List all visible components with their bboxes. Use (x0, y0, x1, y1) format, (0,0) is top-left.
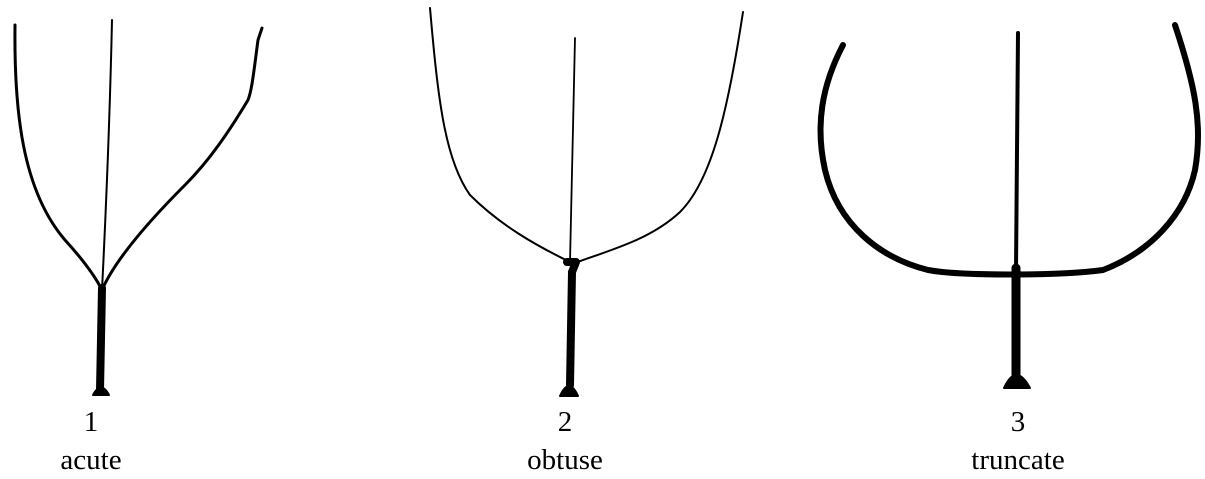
obtuse-midrib (570, 38, 575, 262)
acute-left-margin (15, 25, 102, 290)
acute-leaf-base (15, 20, 262, 395)
acute-petiole-base (93, 388, 109, 396)
shape-1-number: 1 (84, 406, 99, 438)
shape-1-name: acute (60, 444, 121, 476)
truncate-margin (821, 25, 1199, 275)
shape-3-name: truncate (971, 444, 1064, 476)
acute-midrib (102, 20, 112, 290)
shape-2-name: obtuse (527, 444, 603, 476)
shape-2-number: 2 (558, 406, 573, 438)
obtuse-left-margin (430, 8, 570, 262)
obtuse-right-margin (572, 12, 743, 264)
truncate-leaf-base (821, 25, 1199, 388)
obtuse-leaf-base (430, 8, 743, 396)
obtuse-petiole-base (560, 386, 578, 396)
truncate-petiole-base (1004, 375, 1030, 388)
truncate-midrib (1016, 33, 1018, 270)
obtuse-petiole (567, 262, 576, 385)
shape-3-number: 3 (1011, 406, 1026, 438)
acute-petiole (100, 288, 102, 390)
acute-right-margin (102, 28, 262, 290)
